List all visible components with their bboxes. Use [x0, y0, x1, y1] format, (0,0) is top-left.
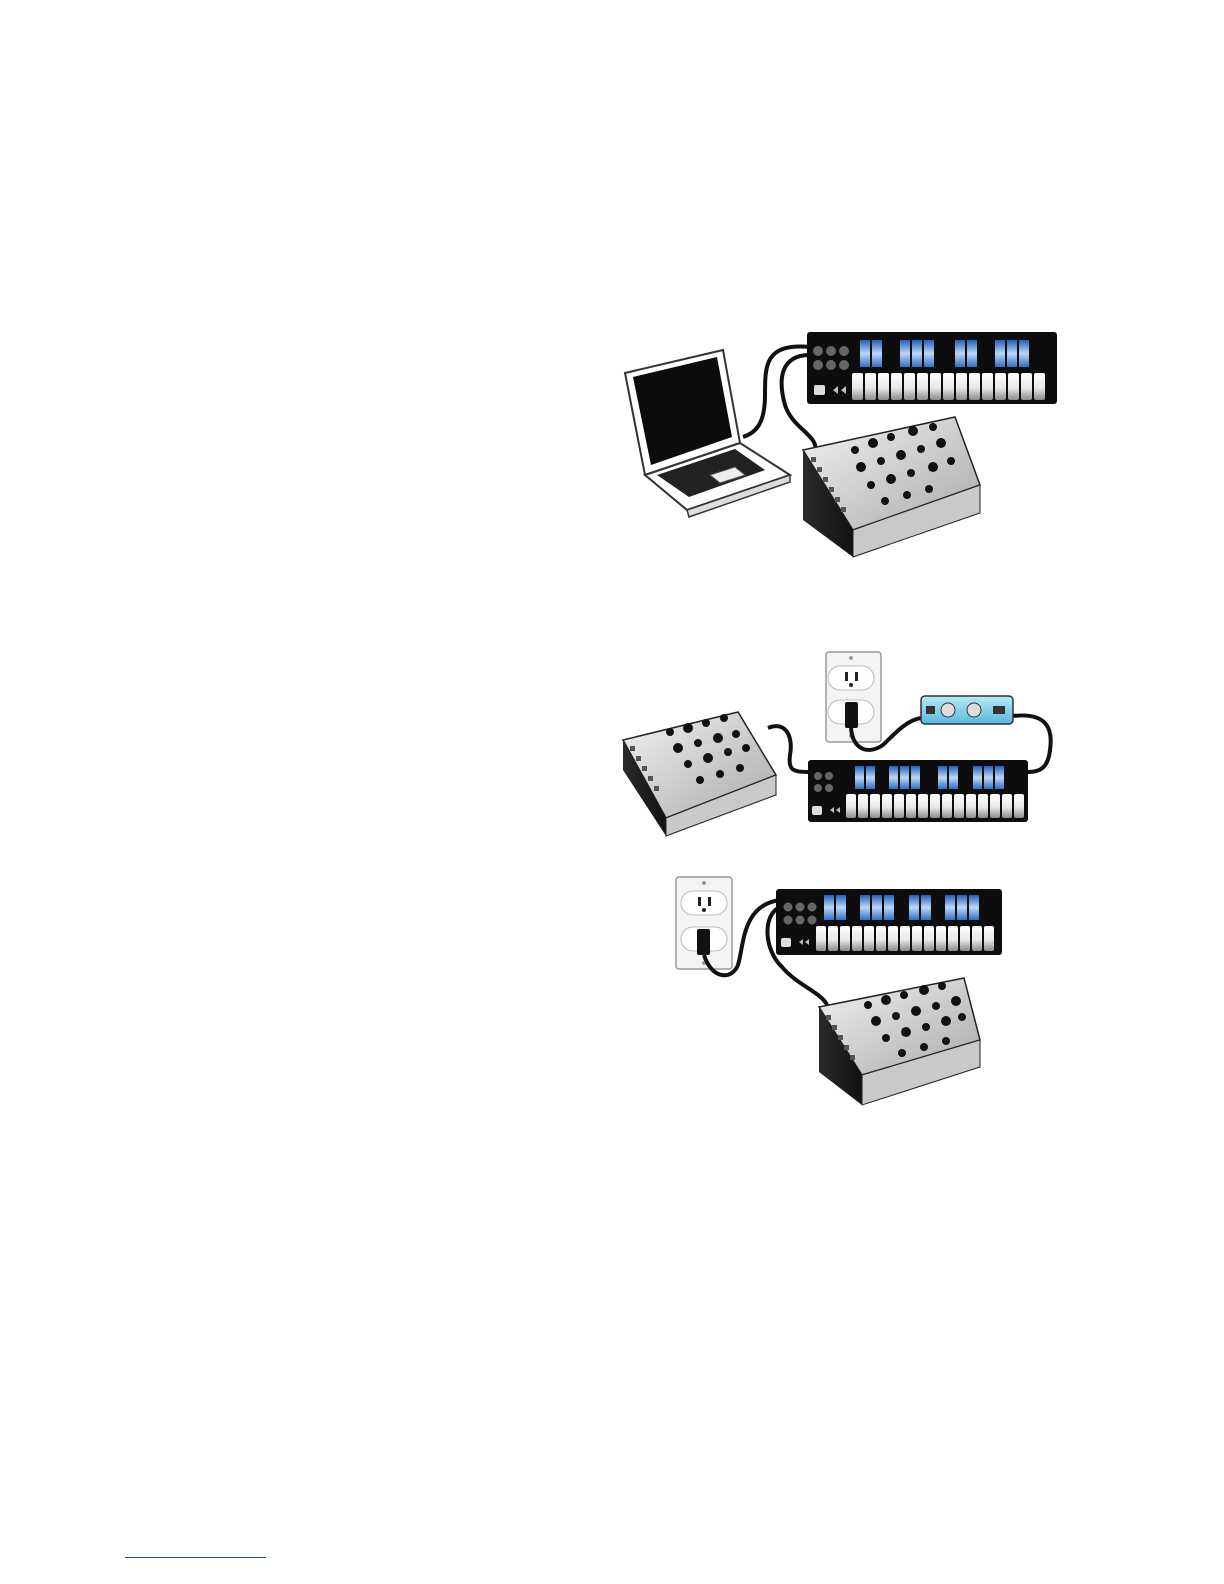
figure-outlet-keyboard-synth — [672, 875, 1012, 1110]
synth-module — [819, 978, 980, 1105]
white-keys — [852, 373, 1045, 400]
synth-cable — [768, 726, 808, 772]
keyboard-controller — [776, 889, 1002, 955]
footnote-separator — [125, 1557, 266, 1558]
midi-interface — [921, 696, 1013, 724]
figure-synth-keyboard-midi-interface-outlet — [618, 650, 1063, 840]
wall-outlet — [826, 652, 881, 742]
keyboard-controller — [807, 332, 1057, 404]
synth-module — [623, 712, 776, 836]
synth-module — [803, 417, 980, 557]
figure-laptop-keyboard-synth — [615, 325, 1065, 565]
keyboard-controller — [808, 760, 1028, 822]
usb-cable — [743, 347, 810, 437]
